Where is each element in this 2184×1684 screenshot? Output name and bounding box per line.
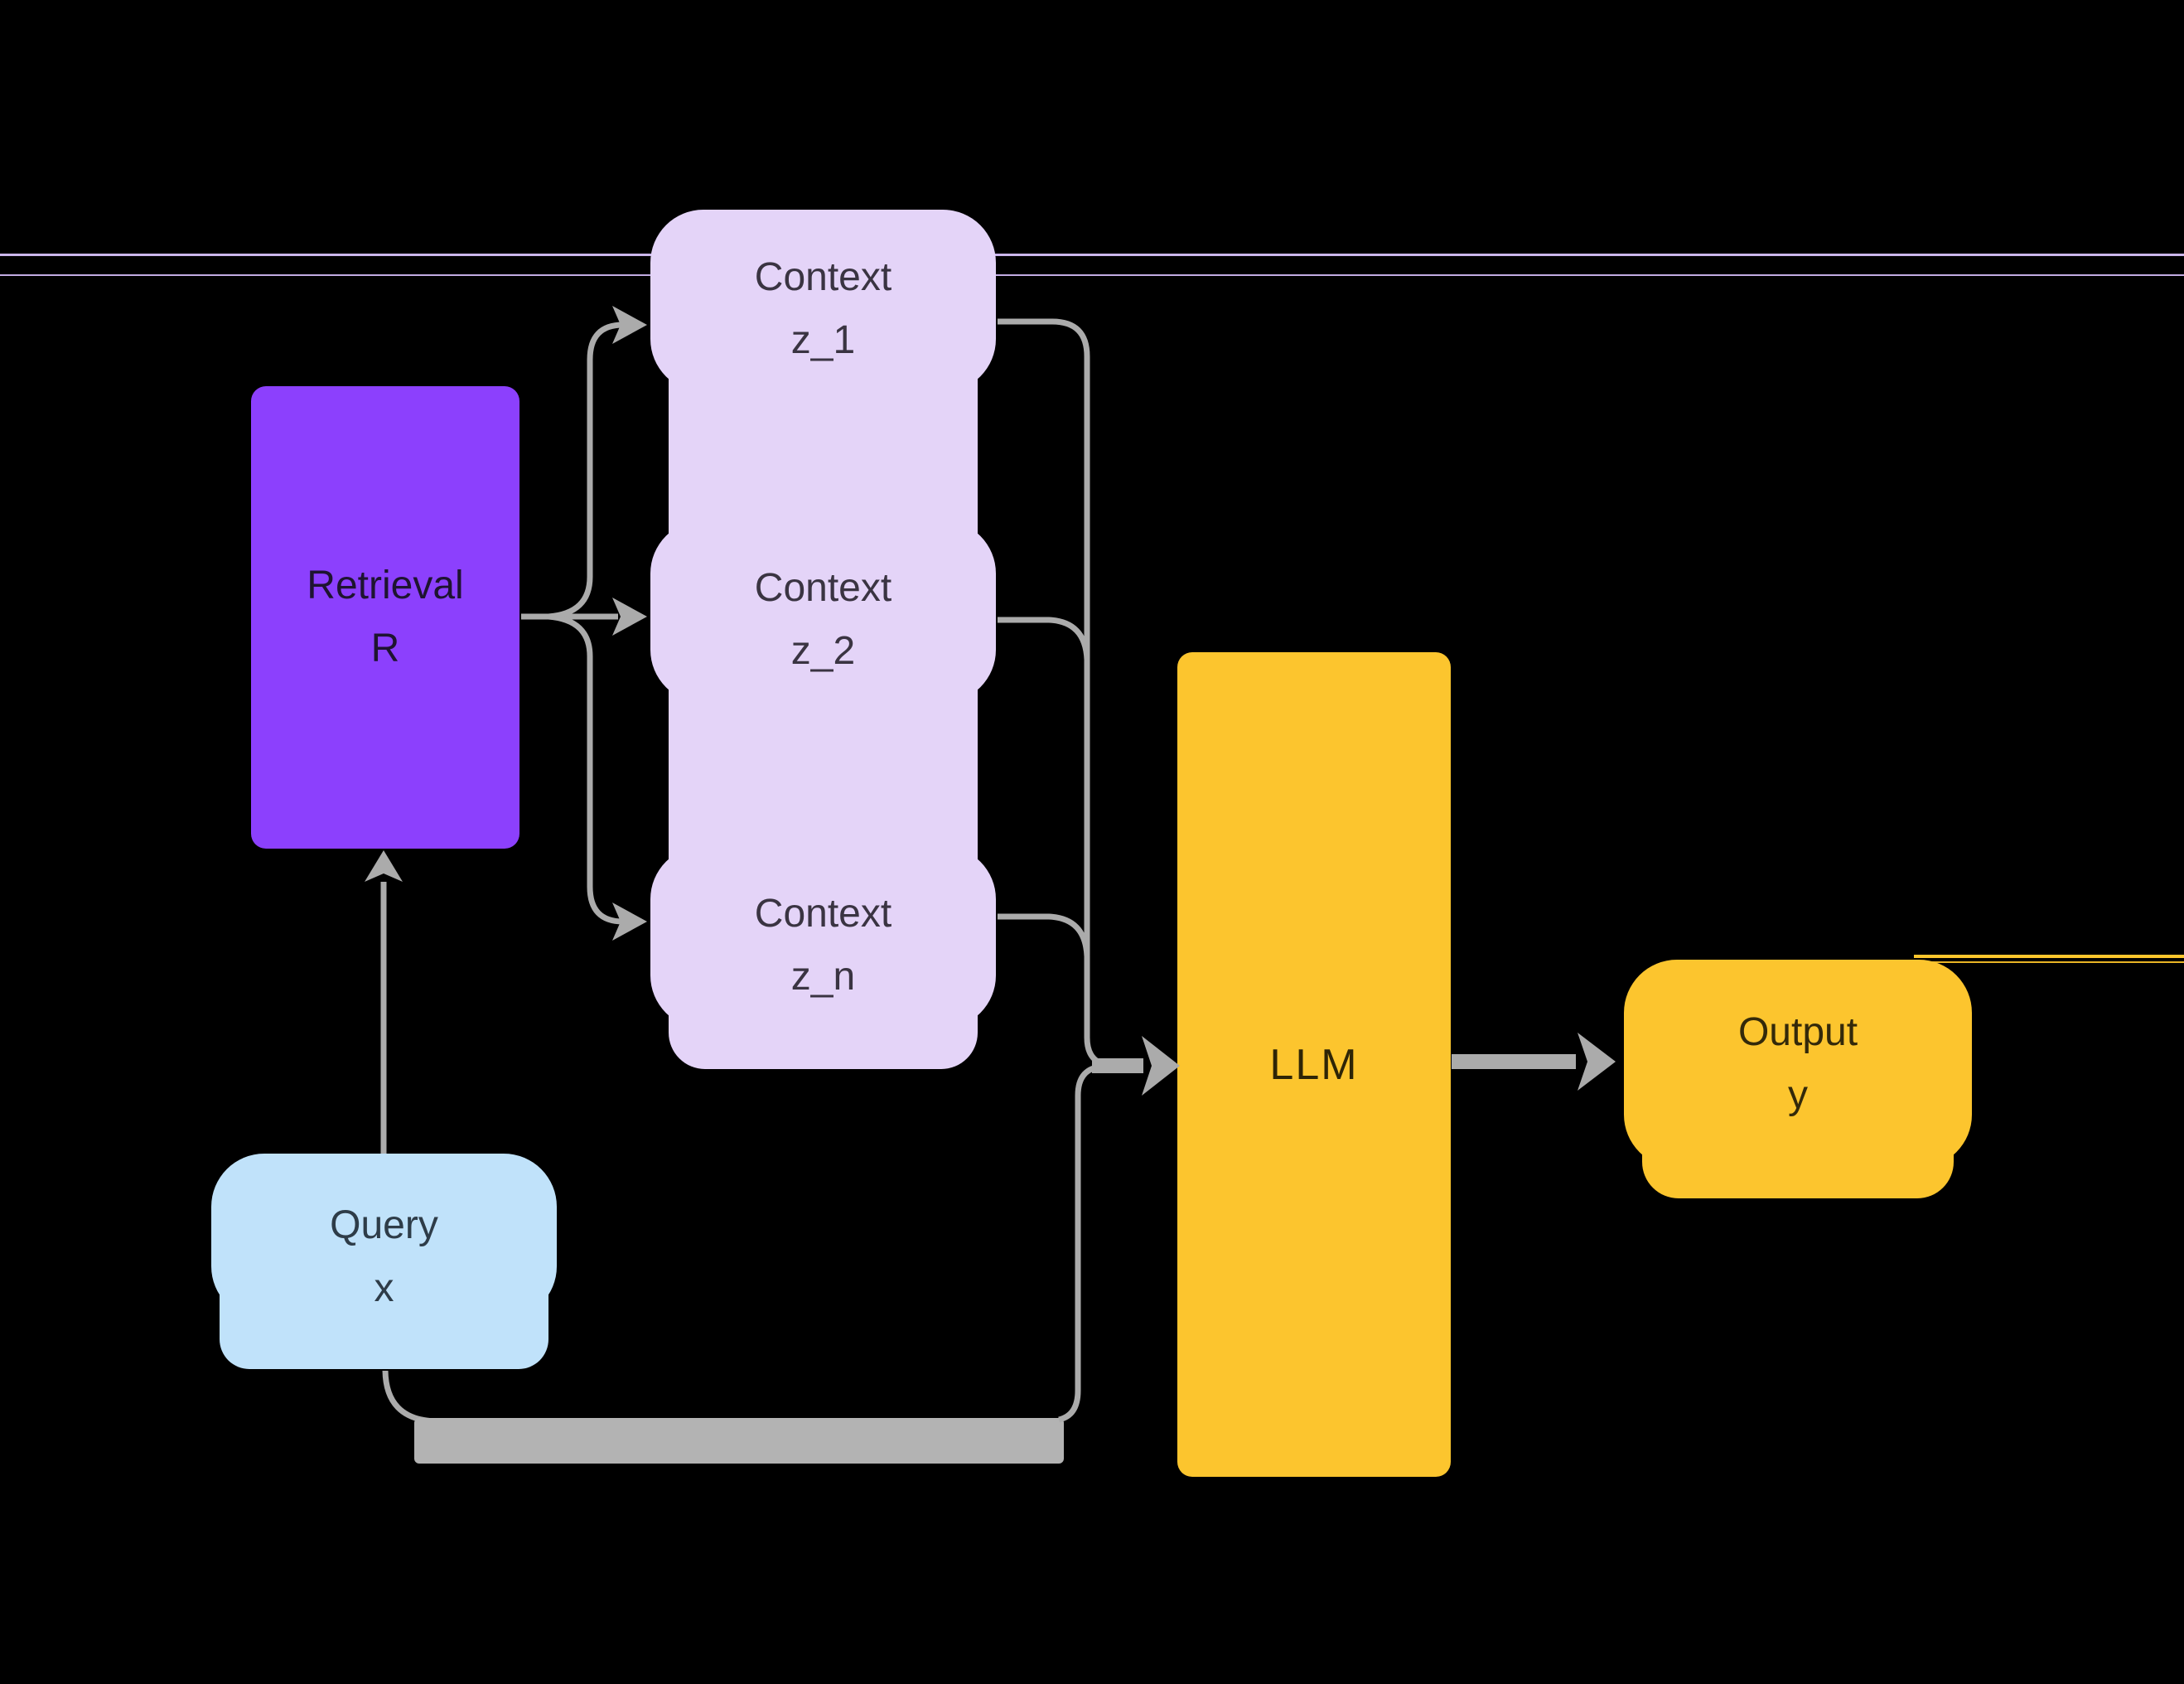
decorative-gold-line-bottom	[1930, 961, 2184, 963]
arrowhead-output	[1578, 1033, 1616, 1091]
arrowhead-query-to-retrieval	[365, 850, 403, 882]
context-zn-node: Context z_n	[650, 846, 996, 1069]
line-context-z2-to-llm	[998, 617, 1090, 661]
retrieval-node: Retrieval R	[251, 386, 519, 849]
arrowhead-context-z1	[612, 306, 647, 344]
line-retrieval-to-context-z1	[548, 322, 624, 620]
query-label-line2: x	[374, 1266, 394, 1310]
context-z1-label-line1: Context	[754, 255, 892, 299]
query-label-line1: Query	[330, 1203, 438, 1247]
output-label-line2: y	[1788, 1072, 1808, 1117]
line-retrieval-to-context-zn	[548, 613, 624, 925]
line-query-loop-right	[1058, 1063, 1104, 1423]
llm-node: LLM	[1177, 652, 1451, 1477]
line-context-zn-to-llm	[998, 913, 1090, 957]
query-node: Query x	[211, 1154, 557, 1369]
context-zn-label-line1: Context	[754, 892, 892, 936]
context-zn-label-line2: z_n	[790, 955, 856, 999]
line-query-loop-left	[382, 1370, 435, 1425]
context-z2-node: Context z_2	[650, 520, 996, 900]
context-z2-label-line2: z_2	[790, 629, 856, 673]
line-context-z1-to-llm	[998, 318, 1116, 1069]
context-z1-label-line2: z_1	[790, 318, 856, 362]
arrowhead-context-z2	[612, 598, 647, 636]
decorative-lavender-line-top	[0, 254, 2184, 256]
llm-label: LLM	[1269, 1040, 1359, 1089]
arrowhead-context-zn	[612, 902, 647, 941]
decorative-lavender-line-bottom	[0, 274, 2184, 276]
arrowhead-llm-entry	[1142, 1036, 1180, 1096]
context-z2-label-line1: Context	[754, 566, 892, 610]
output-node: Output y	[1624, 960, 1972, 1198]
query-loop-bar	[414, 1418, 1064, 1464]
output-label-line1: Output	[1737, 1009, 1858, 1054]
retrieval-label-line1: Retrieval	[307, 564, 464, 607]
retrieval-label-line2: R	[370, 627, 400, 670]
decorative-gold-line-top	[1914, 955, 2184, 958]
